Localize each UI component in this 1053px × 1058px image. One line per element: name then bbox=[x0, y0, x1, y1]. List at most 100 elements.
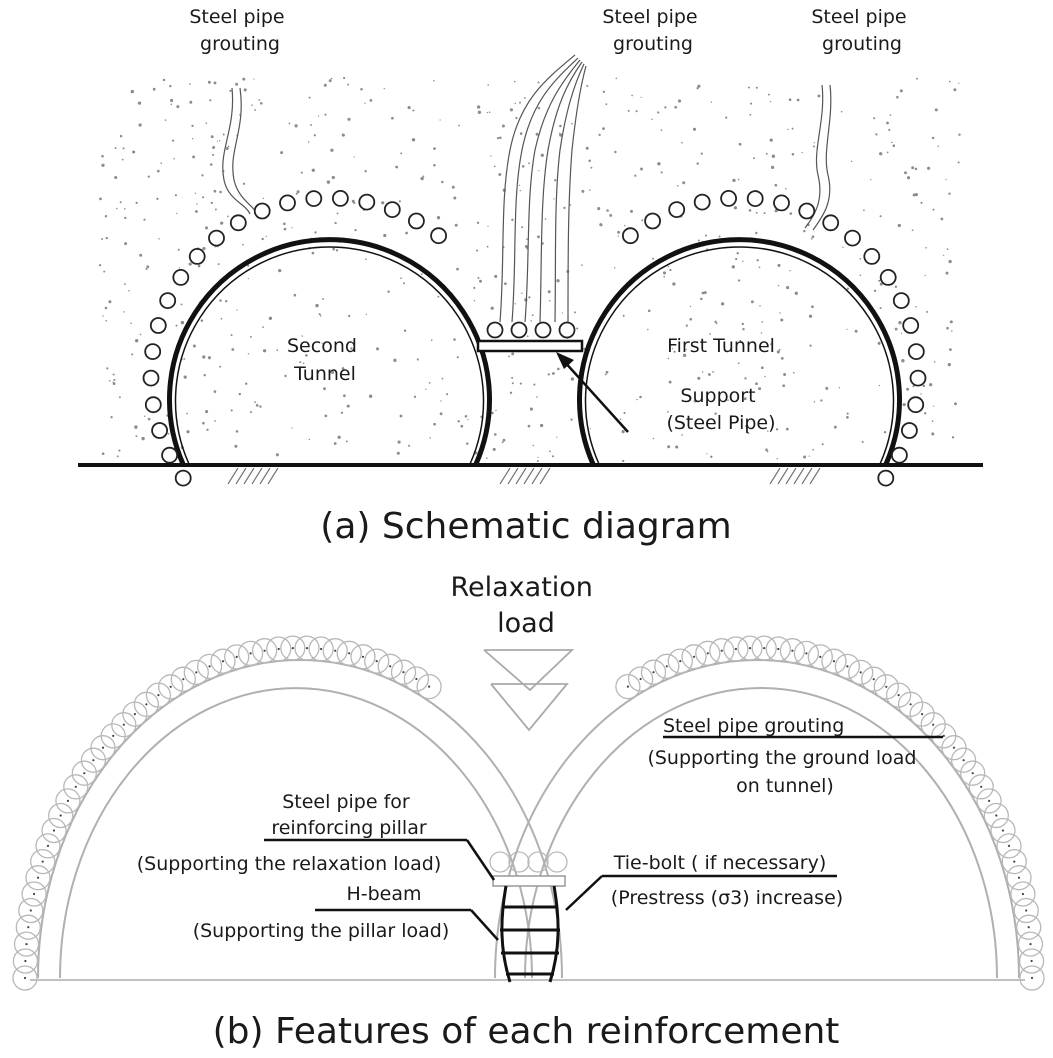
steel-pipe-circle bbox=[161, 446, 179, 464]
stipple-dot bbox=[308, 438, 311, 441]
stipple-dot bbox=[624, 224, 626, 227]
grouting-ring-circle bbox=[80, 747, 107, 773]
pipe-center-dot bbox=[706, 652, 709, 655]
stipple-dot bbox=[707, 373, 711, 376]
pipe-center-dot bbox=[791, 649, 794, 652]
pipe-center-dot bbox=[157, 694, 160, 697]
pipe-center-dot bbox=[92, 759, 95, 762]
stipple-dot bbox=[563, 206, 566, 210]
stipple-dot bbox=[619, 418, 622, 421]
grouting-ring-circle bbox=[251, 638, 278, 664]
steel-pipe-circle bbox=[668, 201, 686, 219]
grouting-ring-circle bbox=[237, 640, 264, 667]
steel-pipe-circle bbox=[644, 212, 661, 230]
stipple-dot bbox=[906, 387, 910, 391]
stipple-dot bbox=[548, 450, 551, 453]
grouting-ring-circle bbox=[294, 635, 320, 661]
pipe-center-dot bbox=[885, 685, 888, 688]
stipple-dot bbox=[346, 404, 350, 408]
stipple-dot bbox=[879, 282, 883, 286]
stipple-dot bbox=[422, 175, 425, 178]
pipe-center-dot bbox=[334, 649, 337, 652]
stipple-dot bbox=[803, 229, 806, 233]
stipple-dot bbox=[283, 227, 287, 231]
stipple-dot bbox=[718, 235, 721, 238]
stipple-dot bbox=[598, 133, 601, 137]
stipple-dot bbox=[477, 276, 480, 279]
stipple-dot bbox=[124, 216, 127, 220]
steel-pipe-circle bbox=[844, 229, 861, 247]
stipple-dot bbox=[911, 166, 915, 170]
stipple-dot bbox=[473, 299, 476, 302]
stipple-dot bbox=[780, 357, 784, 360]
stipple-dot bbox=[934, 108, 938, 112]
stipple-dot bbox=[219, 190, 222, 194]
caption-a: (a) Schematic diagram bbox=[320, 506, 731, 547]
stipple-dot bbox=[892, 144, 896, 147]
stipple-dot bbox=[957, 161, 960, 164]
label-relaxation-load: Relaxation load bbox=[450, 572, 601, 639]
stipple-dot bbox=[536, 460, 539, 463]
stipple-dot bbox=[509, 391, 513, 395]
stipple-dot bbox=[808, 314, 813, 318]
grouting-ring-circle bbox=[308, 636, 334, 662]
stipple-dot bbox=[464, 415, 468, 418]
stipple-dot bbox=[433, 79, 435, 82]
stipple-dot bbox=[559, 124, 562, 128]
stipple-dot bbox=[437, 295, 440, 298]
stipple-dot bbox=[143, 415, 146, 418]
stipple-dot bbox=[537, 235, 540, 239]
grouting-ring-circle bbox=[960, 760, 986, 786]
stipple-dot bbox=[188, 262, 192, 266]
pipe-center-dot bbox=[626, 685, 630, 688]
stipple-dot bbox=[627, 109, 630, 112]
stipple-dot bbox=[692, 127, 697, 131]
stipple-dot bbox=[491, 411, 494, 415]
stipple-dot bbox=[569, 204, 572, 206]
pillar-pipe-circle bbox=[534, 321, 552, 339]
stipple-dot bbox=[770, 343, 772, 345]
stipple-dot bbox=[145, 267, 148, 270]
stipple-dot bbox=[160, 162, 162, 164]
pipe-center-dot bbox=[805, 652, 808, 655]
steel-pipe-circle bbox=[253, 202, 271, 220]
stipple-dot bbox=[809, 344, 812, 347]
stipple-dot bbox=[615, 77, 618, 80]
stipple-dot bbox=[943, 254, 945, 257]
stipple-dot bbox=[554, 179, 557, 182]
steel-pipe-circle bbox=[358, 193, 376, 211]
stipple-dot bbox=[253, 78, 255, 80]
stipple-dot bbox=[748, 209, 752, 212]
stipple-dot bbox=[152, 87, 156, 91]
stipple-dot bbox=[236, 309, 238, 311]
grouting-ring-circle bbox=[21, 881, 47, 907]
stipple-dot bbox=[206, 428, 209, 431]
stipple-dot bbox=[756, 259, 759, 262]
pipe-center-dot bbox=[1027, 926, 1030, 929]
pipe-center-dot bbox=[859, 671, 862, 674]
pipe-center-dot bbox=[59, 814, 62, 817]
stipple-dot bbox=[330, 148, 334, 152]
stipple-dot bbox=[284, 374, 287, 378]
stipple-dot bbox=[112, 381, 114, 383]
grouting-ring-circle bbox=[350, 644, 376, 670]
stipple-dot bbox=[247, 277, 249, 280]
stipple-dot bbox=[247, 353, 250, 355]
stipple-dot bbox=[343, 394, 346, 398]
stipple-dot bbox=[307, 141, 310, 143]
stipple-dot bbox=[493, 165, 496, 168]
stipple-dot bbox=[662, 271, 667, 275]
stipple-dot bbox=[164, 119, 167, 121]
grouting-ring-circle bbox=[403, 666, 430, 692]
pipe-center-dot bbox=[320, 647, 323, 651]
stipple-dot bbox=[350, 347, 353, 350]
stipple-dot bbox=[368, 394, 373, 398]
stipple-dot bbox=[124, 242, 128, 246]
label-grouting-left: Steel pipe grouting bbox=[189, 6, 290, 55]
stipple-dot bbox=[408, 444, 411, 447]
stipple-dot bbox=[581, 264, 583, 266]
stipple-dot bbox=[238, 392, 242, 396]
label-steel-pipe-grouting: Steel pipe grouting bbox=[663, 715, 844, 737]
stipple-dot bbox=[204, 226, 209, 230]
stipple-dot bbox=[646, 328, 649, 331]
